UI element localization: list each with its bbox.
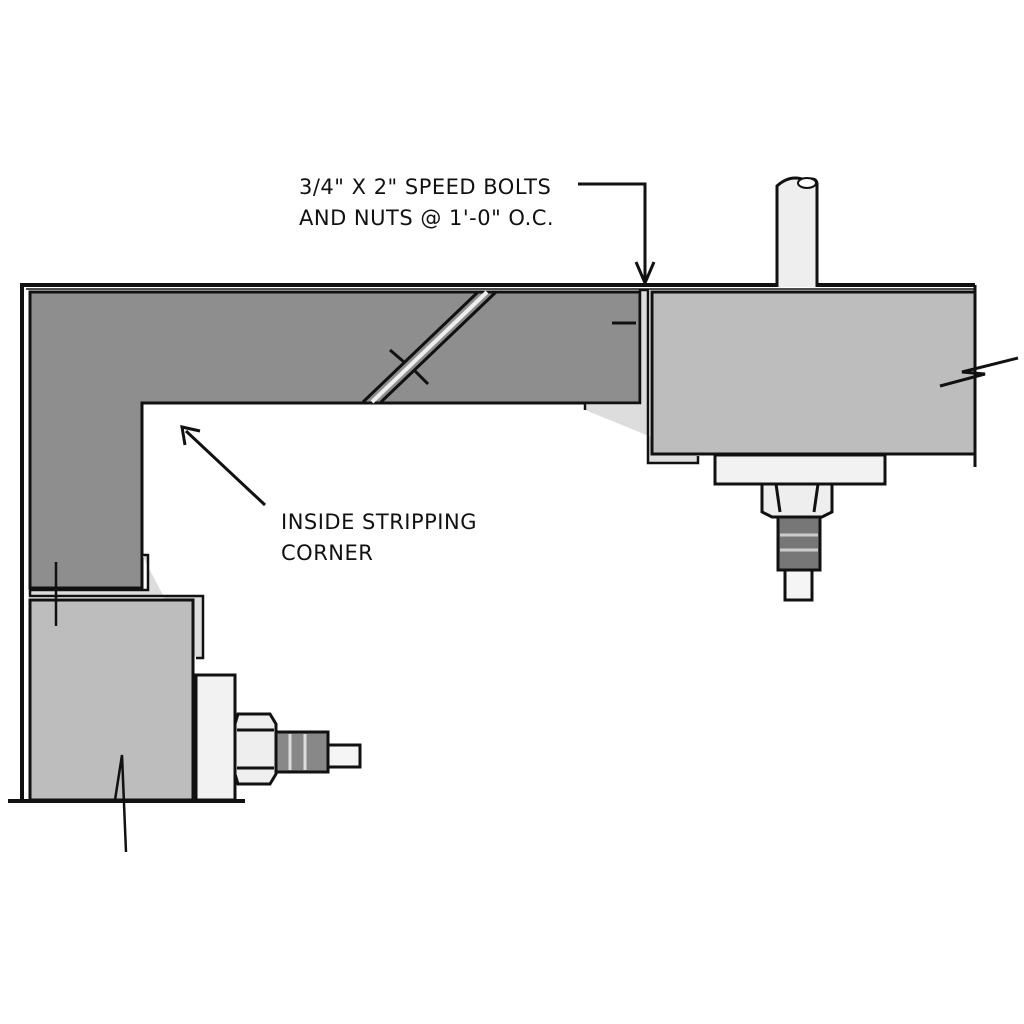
bolts-leader-line [578, 182, 647, 282]
corner-label-line2: CORNER [281, 541, 373, 565]
bolts-label-line2: AND NUTS @ 1'-0" O.C. [299, 206, 554, 230]
bottom-angle [28, 553, 205, 660]
bolts-label-line1: 3/4" X 2" SPEED BOLTS [299, 175, 551, 199]
right-form-panel [650, 290, 977, 456]
arrowhead-icon [180, 425, 201, 446]
corner-leader-line [184, 429, 267, 507]
break-line-icon [113, 754, 128, 853]
right-bolt-assembly [713, 453, 887, 602]
corner-label-line1: INSIDE STRIPPING [281, 510, 477, 534]
break-mark-icon [939, 356, 1019, 388]
left-bolt-assembly [194, 673, 362, 802]
top-angle [583, 288, 700, 465]
bottom-form-panel [28, 598, 195, 802]
post [775, 176, 819, 287]
corner-diagonal-seam [361, 290, 498, 404]
arrowhead-icon [634, 261, 656, 287]
corner-skin [20, 283, 975, 800]
